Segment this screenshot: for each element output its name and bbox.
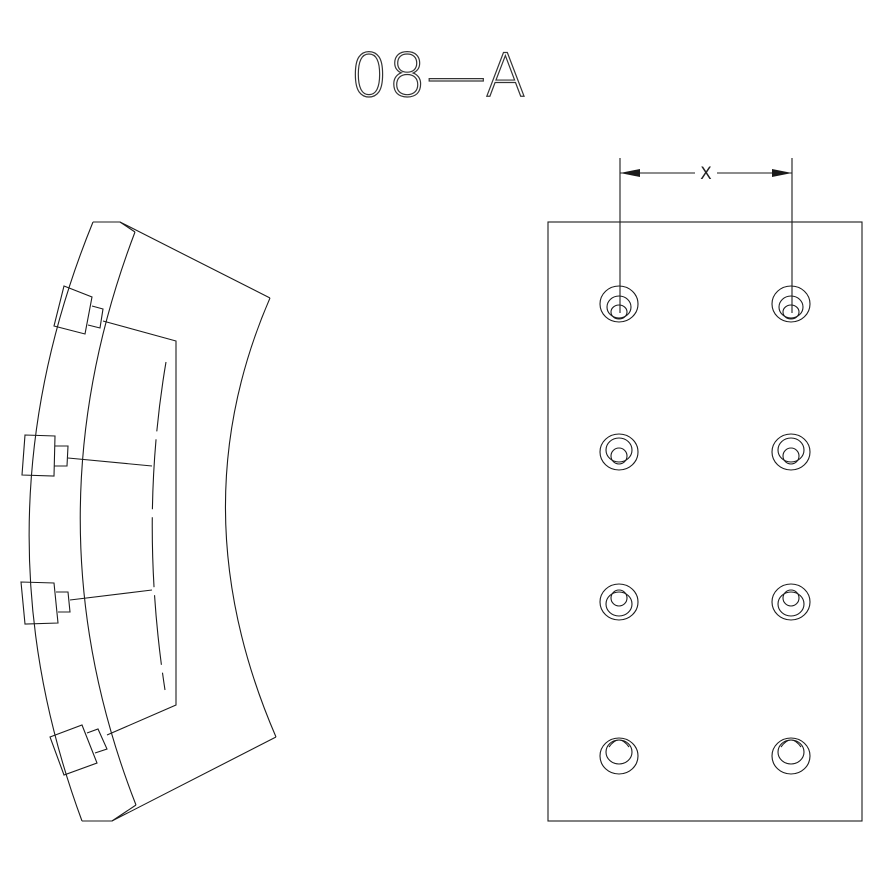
top-edge <box>93 221 271 299</box>
hidden-arc <box>151 361 167 691</box>
rivet-recess-4 <box>49 724 108 776</box>
backing-bottom-edge <box>111 804 137 822</box>
side-view <box>20 221 277 822</box>
section-line-mid-2 <box>69 589 153 601</box>
rivet-recess-3 <box>20 581 71 625</box>
rivet-hole-r2-right <box>771 433 811 471</box>
rivet-hole-r2-left <box>599 433 639 471</box>
bottom-edge <box>82 736 277 822</box>
rivet-hole-r1-left <box>599 285 639 323</box>
rivet-recess-1 <box>53 285 104 335</box>
rivet-recess-2 <box>21 434 69 477</box>
rivet-hole-r4-right <box>771 737 811 775</box>
dimension-x: X <box>619 158 793 313</box>
friction-face-arc <box>224 297 277 738</box>
backing-top-edge <box>119 221 136 233</box>
arrow-right-icon <box>772 169 792 177</box>
outer-arc <box>28 221 94 822</box>
section-lines <box>102 320 177 736</box>
rivet-hole-r4-left <box>599 737 639 775</box>
backing-arc <box>79 231 137 806</box>
plan-view: X <box>547 158 863 822</box>
rivet-hole-r1-right <box>771 285 811 323</box>
section-line-mid-1 <box>67 457 153 467</box>
dimension-label: X <box>700 164 712 184</box>
rivet-hole-r3-right <box>771 583 811 621</box>
lining-outline <box>547 221 863 822</box>
rivet-hole-r3-left <box>599 583 639 621</box>
drawing-title: 08—A <box>350 41 526 111</box>
arrow-left-icon <box>620 169 640 177</box>
